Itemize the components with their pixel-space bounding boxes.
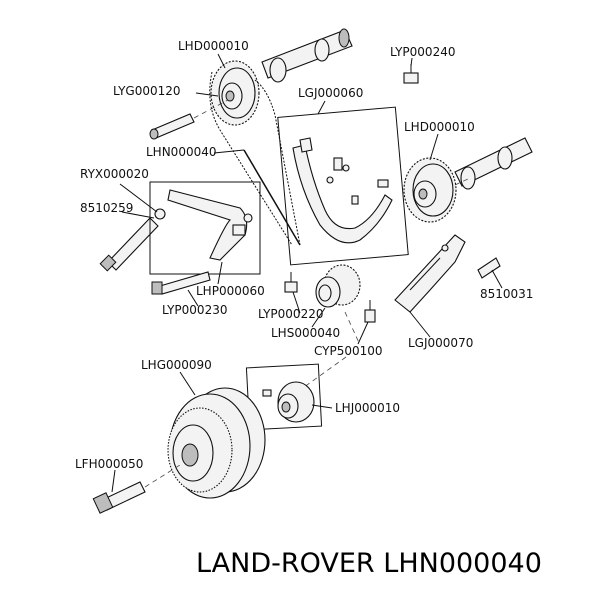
tensioner-rail-lhp000060 bbox=[149, 181, 261, 275]
label-lhg000090: LHG000090 bbox=[141, 358, 212, 372]
chain-guide-lgj000070 bbox=[394, 234, 466, 313]
crank-hub-lhj000010 bbox=[245, 363, 323, 431]
label-8510259: 8510259 bbox=[80, 201, 133, 215]
label-lhj000010: LHJ000010 bbox=[335, 401, 400, 415]
tensioner-8510259 bbox=[99, 208, 166, 272]
bolt-lyp000240 bbox=[403, 64, 419, 84]
bolt-8510031 bbox=[477, 257, 501, 279]
label-ryx000020: RYX000020 bbox=[80, 167, 149, 181]
damper-pulley-lhg000090 bbox=[167, 387, 266, 499]
label-lyg000120: LYG000120 bbox=[113, 84, 181, 98]
bolt-cyp500100 bbox=[364, 300, 376, 323]
label-lhp000060: LHP000060 bbox=[196, 284, 265, 298]
part-caption: LAND-ROVER LHN000040 bbox=[196, 548, 542, 579]
label-lhs000040: LHS000040 bbox=[271, 326, 340, 340]
crank-bolt-lfh000050 bbox=[92, 464, 181, 514]
label-lhd000010-top: LHD000010 bbox=[178, 39, 249, 53]
label-lhd000010-right: LHD000010 bbox=[404, 120, 475, 134]
label-lyp000240: LYP000240 bbox=[390, 45, 455, 59]
leader-lines bbox=[111, 53, 503, 493]
timing-chain bbox=[209, 71, 301, 246]
left-camshaft bbox=[261, 28, 353, 83]
crank-sprocket-lhs000040 bbox=[315, 264, 361, 308]
label-lyp000220: LYP000220 bbox=[258, 307, 323, 321]
right-camshaft bbox=[454, 137, 533, 190]
label-lfh000050: LFH000050 bbox=[75, 457, 143, 471]
centerlines bbox=[299, 311, 361, 391]
bolt-lyp000220 bbox=[284, 272, 298, 293]
label-lgj000070: LGJ000070 bbox=[408, 336, 473, 350]
chain-guide-lgj000060 bbox=[277, 106, 409, 266]
bolt-lyg000120 bbox=[149, 99, 229, 140]
label-8510031: 8510031 bbox=[480, 287, 533, 301]
right-cam-sprocket bbox=[403, 157, 471, 223]
left-cam-sprocket bbox=[210, 60, 260, 126]
bolt-lyp000230 bbox=[151, 271, 211, 295]
label-cyp500100: CYP500100 bbox=[314, 344, 383, 358]
label-lgj000060: LGJ000060 bbox=[298, 86, 363, 100]
label-lhn000040: LHN000040 bbox=[146, 145, 217, 159]
label-lyp000230: LYP000230 bbox=[162, 303, 227, 317]
